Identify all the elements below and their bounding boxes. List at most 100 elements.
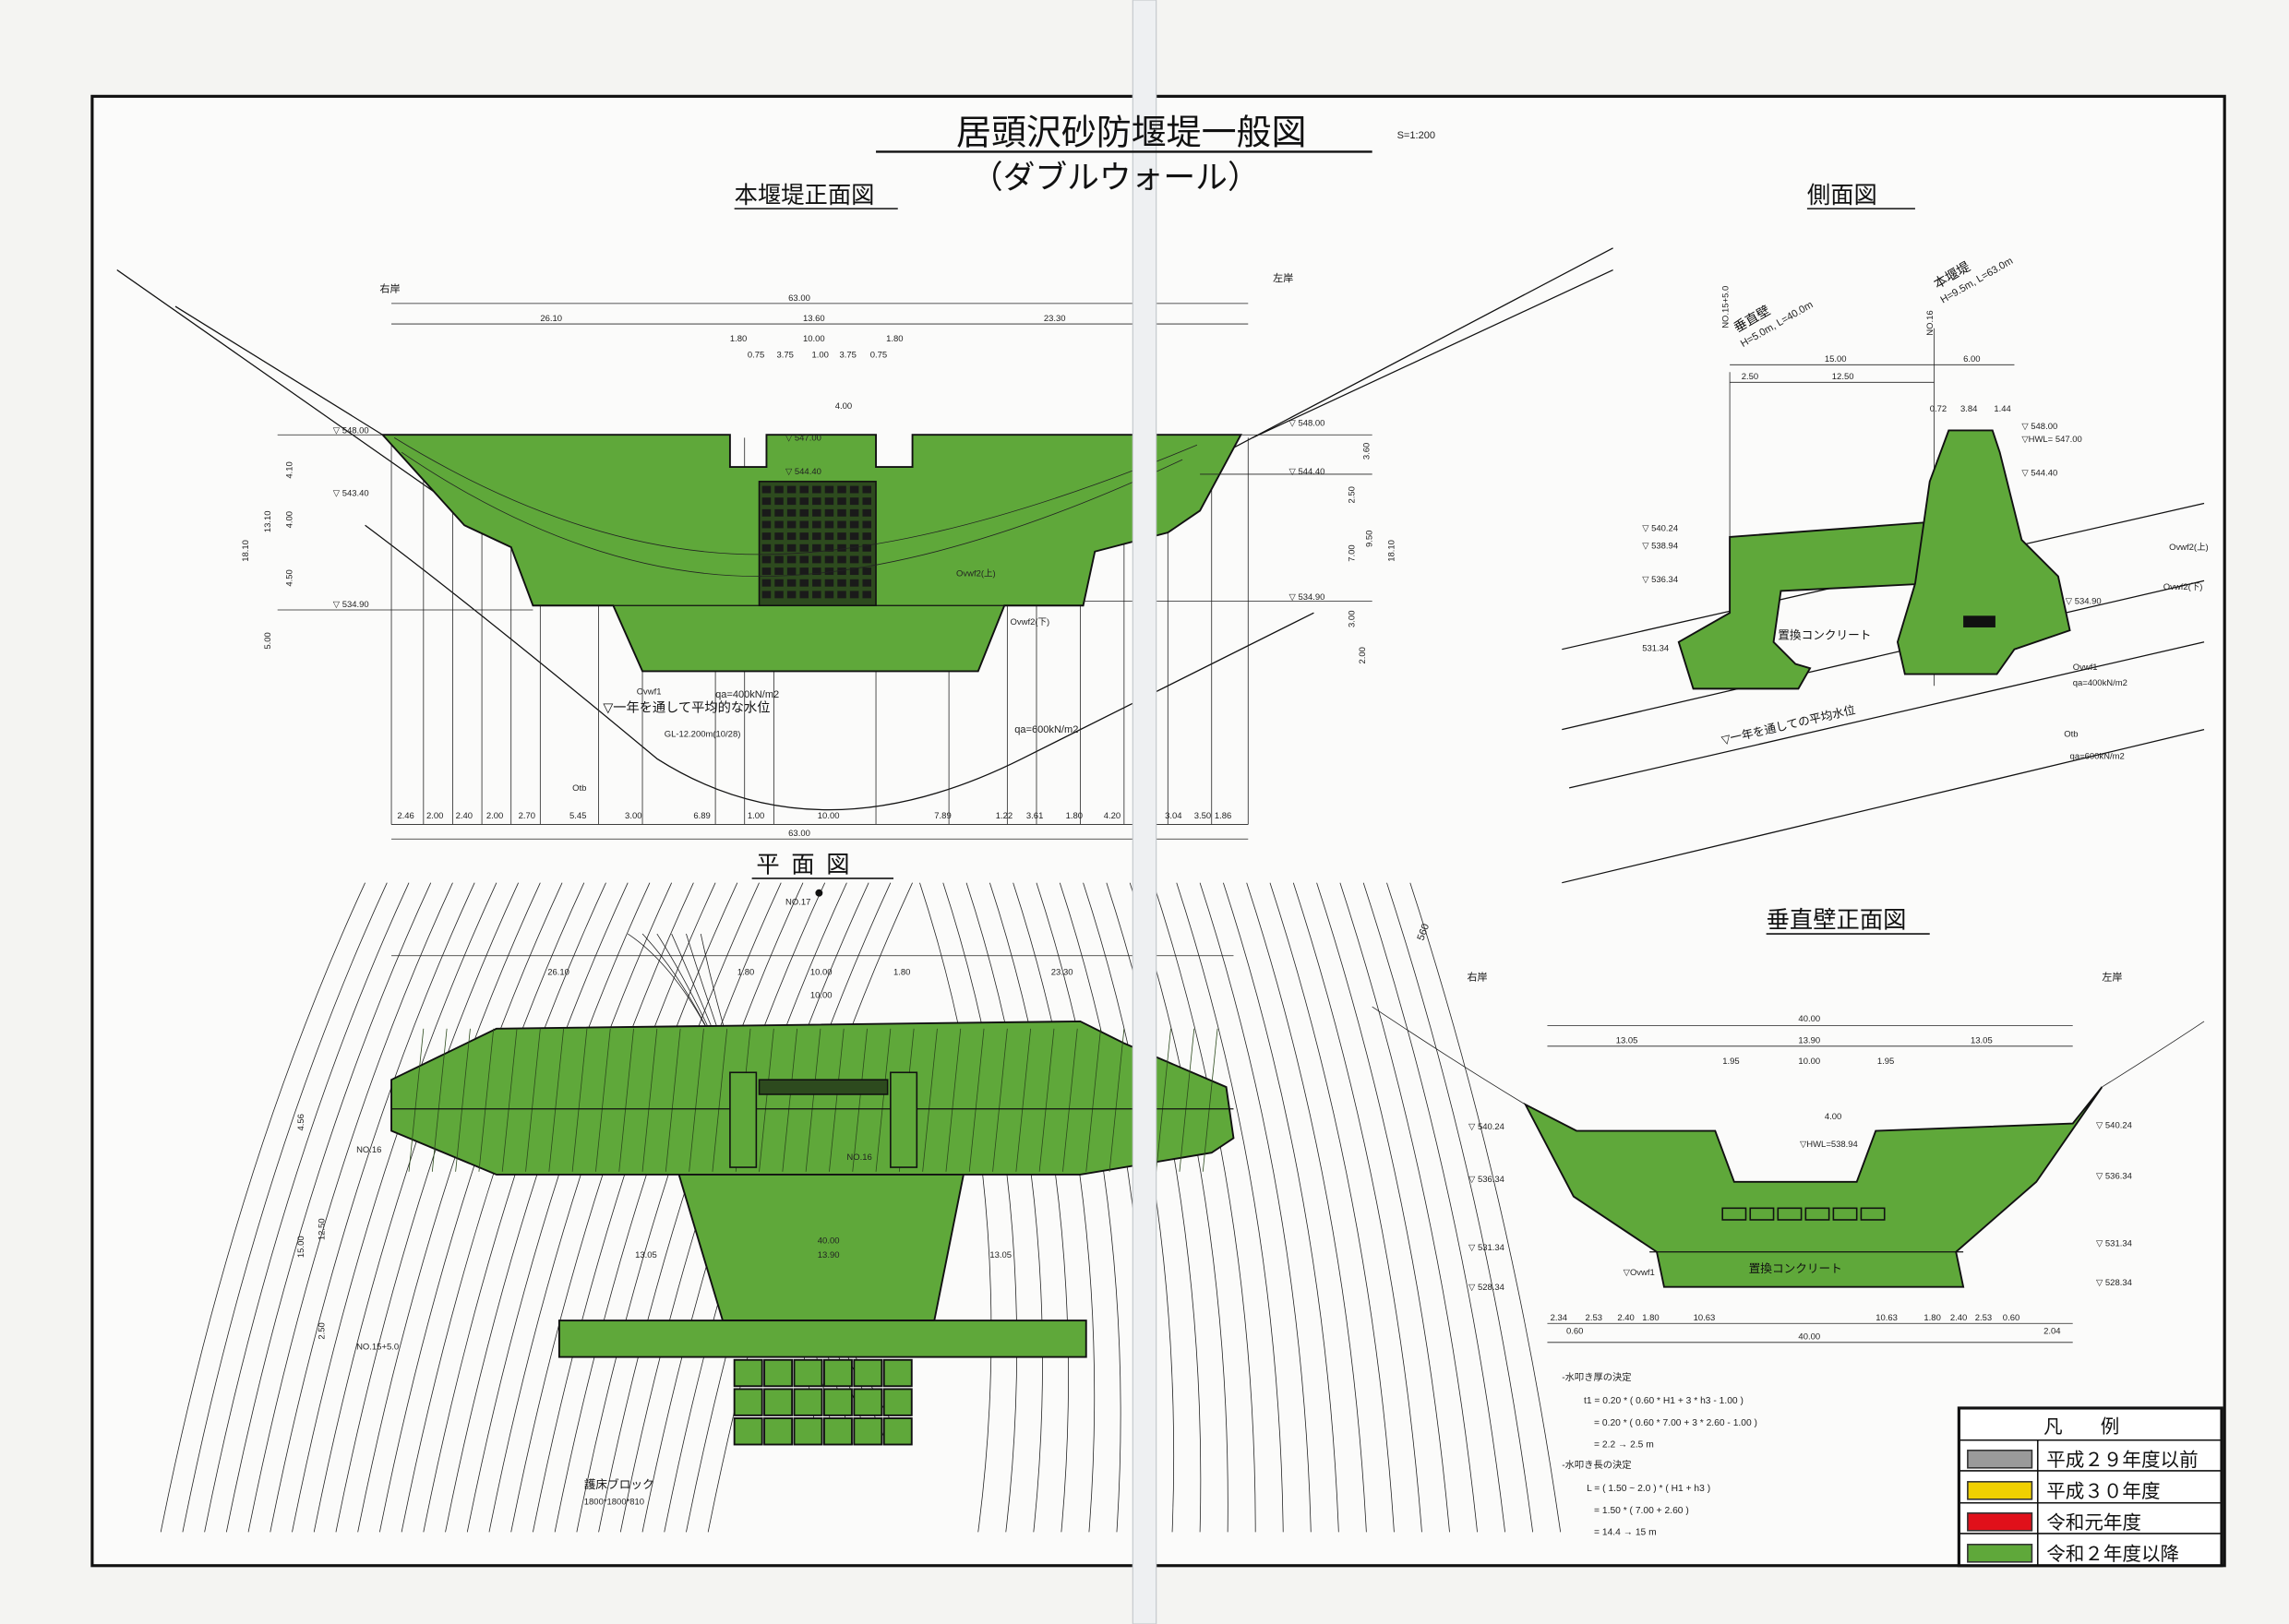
dim: 4.20 bbox=[1104, 811, 1121, 821]
slit-opening bbox=[786, 532, 797, 541]
slit-opening bbox=[837, 508, 846, 517]
dim: 7.89 bbox=[934, 811, 951, 821]
dim: 1.86 bbox=[1215, 811, 1231, 821]
hatch-line bbox=[689, 1028, 704, 1172]
slit-opening bbox=[862, 579, 871, 587]
slit-opening bbox=[786, 567, 797, 576]
slit-opening bbox=[799, 485, 809, 494]
slit-opening bbox=[774, 520, 784, 529]
dim: 6.00 bbox=[1963, 354, 1980, 364]
slit-opening bbox=[837, 591, 846, 599]
label-otb: Otb bbox=[2064, 730, 2078, 740]
slit-opening bbox=[849, 543, 859, 552]
dim: 1.00 bbox=[811, 350, 828, 360]
label-average-water-level: ▽一年を通して平均的な水位 bbox=[603, 700, 770, 716]
title-block: 居頭沢砂防堰堤一般図 S=1:200 （ダブルウォール） bbox=[876, 113, 1435, 197]
dim: 1.22 bbox=[996, 811, 1013, 821]
label-ovwf1: Ovwf1 bbox=[637, 687, 662, 698]
contour-line bbox=[270, 882, 475, 1533]
dim: 13.05 bbox=[989, 1250, 1012, 1260]
level-mark: ▽ 547.00 bbox=[785, 434, 821, 444]
plan-apron bbox=[677, 1174, 965, 1322]
label-right-bank: 右岸 bbox=[379, 281, 400, 294]
slit-opening bbox=[812, 591, 821, 599]
label-right-bank: 右岸 bbox=[1467, 971, 1487, 984]
contour-line bbox=[1362, 882, 1505, 1533]
dim: 0.75 bbox=[748, 350, 764, 360]
slit-opening bbox=[774, 543, 784, 552]
front-view: 右岸 左岸 63.00 26.10 13.60 23.30 10.00 1.80… bbox=[116, 247, 1613, 840]
hatch-line bbox=[478, 1028, 495, 1172]
slit-opening bbox=[824, 485, 834, 494]
dim: 23.30 bbox=[1051, 967, 1073, 977]
opening-box bbox=[1860, 1207, 1886, 1221]
binding-fold bbox=[1132, 0, 1157, 1624]
dim: 1.95 bbox=[1722, 1057, 1739, 1067]
slit-opening bbox=[799, 543, 809, 552]
dim: 4.00 bbox=[1825, 1112, 1841, 1122]
slit-opening bbox=[837, 567, 846, 576]
dim: 1.95 bbox=[1877, 1057, 1894, 1067]
contour-line bbox=[1386, 882, 1534, 1533]
contour-line bbox=[225, 882, 432, 1533]
level-mark: ▽ 543.40 bbox=[333, 489, 369, 499]
dim: 26.10 bbox=[540, 314, 562, 324]
contour-line bbox=[488, 882, 694, 1533]
formula-line: = 0.20 * ( 0.60 * 7.00 + 3 * 2.60 - 1.00… bbox=[1594, 1418, 1757, 1428]
formula-line: L = ( 1.50 ~ 2.0 ) * ( H1 + h3 ) bbox=[1587, 1484, 1710, 1494]
bed-protection-block bbox=[882, 1417, 913, 1446]
contour-line bbox=[313, 882, 519, 1533]
slit-opening bbox=[837, 579, 846, 587]
contour-line bbox=[1246, 882, 1367, 1533]
slit-opening bbox=[862, 555, 871, 564]
bed-protection-block bbox=[822, 1417, 853, 1446]
slit-opening bbox=[837, 543, 846, 552]
hatch-line bbox=[712, 1028, 728, 1172]
slit-opening bbox=[774, 567, 784, 576]
dim: 13.90 bbox=[1798, 1036, 1820, 1046]
legend-label: 令和２年度以降 bbox=[2046, 1543, 2179, 1565]
slit-opening bbox=[799, 555, 809, 564]
contour-line bbox=[1409, 882, 1562, 1533]
formula-heading-length: -水叩き長の決定 bbox=[1562, 1459, 1631, 1471]
bed-protection-block bbox=[793, 1358, 823, 1388]
hatch-line bbox=[852, 1028, 868, 1172]
hatch-line bbox=[665, 1028, 681, 1172]
opening-box bbox=[1749, 1207, 1775, 1221]
hatch-line bbox=[875, 1028, 892, 1172]
bed-protection-block bbox=[763, 1358, 794, 1388]
dim: 26.10 bbox=[547, 967, 569, 977]
dim: 5.00 bbox=[263, 632, 273, 649]
dim: 10.00 bbox=[810, 967, 833, 977]
hatch-line bbox=[829, 1028, 845, 1172]
label-ovwf2-upper: Ovwf2(上) bbox=[2169, 543, 2209, 553]
dim: 2.00 bbox=[486, 811, 503, 821]
slit-opening bbox=[849, 497, 859, 506]
vertical-wall-view: 右岸 左岸 40.00 13.05 13.90 13.05 1.95 10.00… bbox=[1372, 971, 2205, 1343]
hatch-line bbox=[1015, 1028, 1032, 1172]
dim: 1.80 bbox=[1642, 1313, 1659, 1323]
hatch-line bbox=[782, 1028, 798, 1172]
label-ovwf2-upper: Ovwf2(上) bbox=[956, 569, 996, 579]
dim: 3.04 bbox=[1165, 811, 1181, 821]
slit-opening bbox=[849, 508, 859, 517]
label-left-bank: 左岸 bbox=[1273, 272, 1293, 284]
label-ovwf2-lower: Ovwf2(下) bbox=[1011, 617, 1050, 627]
slit-opening bbox=[812, 520, 821, 529]
contour-line bbox=[942, 882, 1018, 1533]
dim: 13.05 bbox=[1971, 1036, 1993, 1046]
opening-box bbox=[1832, 1207, 1858, 1221]
slit-opening bbox=[761, 567, 772, 576]
level-mark: ▽ 536.34 bbox=[1642, 575, 1678, 585]
dim: 1.80 bbox=[1066, 811, 1083, 821]
slit-opening bbox=[761, 543, 772, 552]
hatch-line bbox=[595, 1028, 611, 1172]
bed-protection-block bbox=[733, 1358, 763, 1388]
slit-opening bbox=[786, 497, 797, 506]
slit-opening bbox=[774, 555, 784, 564]
slit-opening bbox=[774, 591, 784, 599]
dim: 2.70 bbox=[519, 811, 535, 821]
dim: 10.00 bbox=[1798, 1057, 1820, 1067]
contour-line bbox=[965, 882, 1043, 1533]
